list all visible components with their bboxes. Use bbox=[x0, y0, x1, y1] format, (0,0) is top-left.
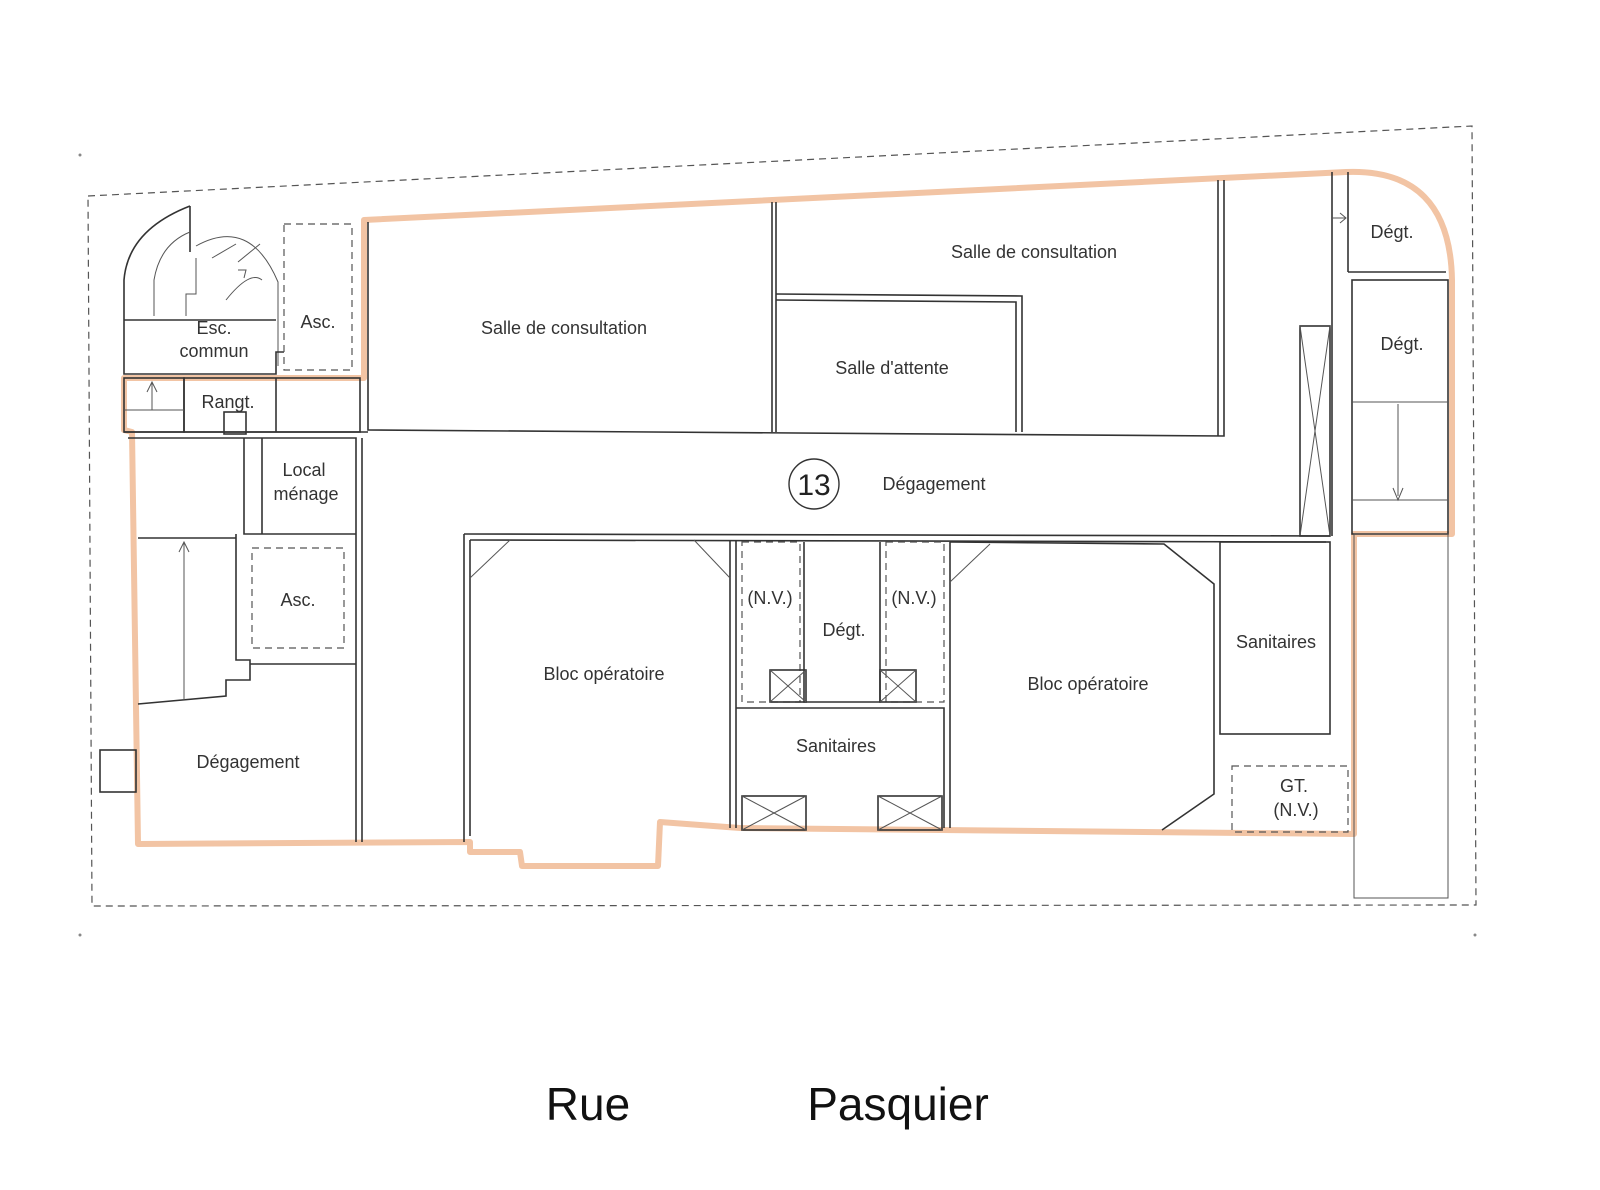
street-word-rue: Rue bbox=[546, 1078, 630, 1130]
label-rangt: Rangt. bbox=[201, 392, 254, 412]
label-nv-right: (N.V.) bbox=[891, 588, 936, 608]
room-labels: Esc. commun Asc. Rangt. Local ménage Asc… bbox=[179, 222, 1423, 820]
unit-number-circle bbox=[788, 458, 840, 510]
corner-marks bbox=[78, 153, 1477, 937]
label-salle-consultation-left: Salle de consultation bbox=[481, 318, 647, 338]
unit-boundary bbox=[121, 168, 1455, 869]
label-esc-commun-2: commun bbox=[179, 341, 248, 361]
label-bloc-operatoire-right: Bloc opératoire bbox=[1027, 674, 1148, 694]
label-salle-consultation-right: Salle de consultation bbox=[951, 242, 1117, 262]
label-degt-top-right: Dégt. bbox=[1370, 222, 1413, 242]
label-unit-number: 13 bbox=[797, 469, 830, 502]
label-degt-right: Dégt. bbox=[1380, 334, 1423, 354]
label-asc-left: Asc. bbox=[280, 590, 315, 610]
label-esc-commun-1: Esc. bbox=[196, 318, 231, 338]
label-nv-left: (N.V.) bbox=[747, 588, 792, 608]
label-gt-1: GT. bbox=[1280, 776, 1308, 796]
label-bloc-operatoire-left: Bloc opératoire bbox=[543, 664, 664, 684]
walls bbox=[99, 172, 1449, 899]
street-name: Rue Pasquier bbox=[546, 1078, 989, 1130]
plot-boundary bbox=[87, 125, 1477, 907]
label-sanitaires-right: Sanitaires bbox=[1236, 632, 1316, 652]
label-sanitaires-center: Sanitaires bbox=[796, 736, 876, 756]
label-asc-top: Asc. bbox=[300, 312, 335, 332]
label-degagement-left: Dégagement bbox=[196, 752, 299, 772]
label-degt-center: Dégt. bbox=[822, 620, 865, 640]
label-salle-attente: Salle d'attente bbox=[835, 358, 949, 378]
label-local-menage-1: Local bbox=[282, 460, 325, 480]
label-degagement-center: Dégagement bbox=[882, 474, 985, 494]
street-word-pasquier: Pasquier bbox=[807, 1078, 989, 1130]
label-local-menage-2: ménage bbox=[273, 484, 338, 504]
label-gt-2: (N.V.) bbox=[1273, 800, 1318, 820]
